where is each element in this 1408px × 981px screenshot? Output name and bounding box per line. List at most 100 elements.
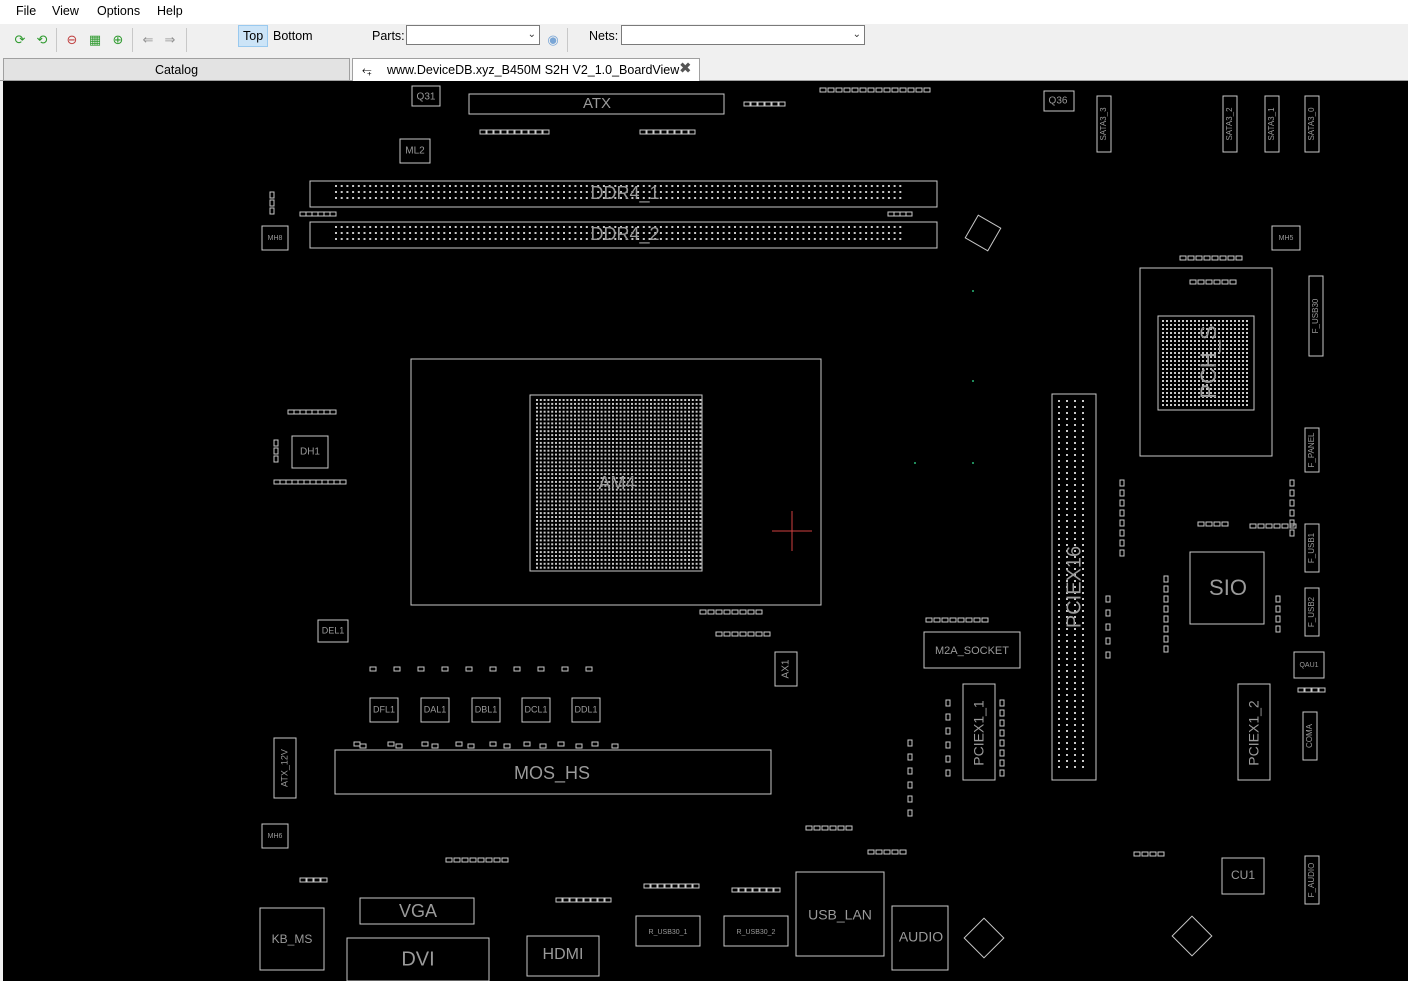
- smd-part[interactable]: [805, 825, 813, 831]
- smd-part[interactable]: [489, 741, 497, 747]
- smd-part[interactable]: [1211, 255, 1219, 261]
- menu-help[interactable]: Help: [157, 4, 183, 18]
- label-u3_2[interactable]: R_USB30_2: [737, 929, 776, 936]
- usb30-1-header[interactable]: [635, 915, 701, 947]
- smd-part[interactable]: [297, 479, 305, 485]
- am4-socket-outline[interactable]: [410, 358, 822, 606]
- del1-part[interactable]: [317, 619, 349, 643]
- smd-part[interactable]: [893, 211, 901, 217]
- smd-part[interactable]: [973, 617, 981, 623]
- smd-part[interactable]: [945, 699, 951, 707]
- label-ml2[interactable]: ML2: [405, 146, 425, 157]
- pch-balls[interactable]: [1162, 320, 1248, 406]
- smd-part[interactable]: [317, 211, 325, 217]
- smd-part[interactable]: [1257, 523, 1265, 529]
- smd-part[interactable]: [699, 609, 707, 615]
- header-f_usb1[interactable]: [1304, 523, 1320, 573]
- smd-part[interactable]: [597, 897, 605, 903]
- pciex16-slot[interactable]: [1051, 393, 1097, 781]
- smd-part[interactable]: [945, 755, 951, 763]
- smd-part[interactable]: [1163, 635, 1169, 643]
- smd-part[interactable]: [1275, 625, 1281, 633]
- smd-part[interactable]: [489, 666, 497, 672]
- test-pad[interactable]: [914, 462, 916, 464]
- smd-part[interactable]: [829, 825, 837, 831]
- label-f_usb1[interactable]: F_USB1: [1307, 532, 1316, 563]
- smd-part[interactable]: [329, 409, 337, 415]
- smd-part[interactable]: [305, 211, 313, 217]
- smd-part[interactable]: [313, 877, 321, 883]
- smd-part[interactable]: [521, 129, 529, 135]
- label-q36[interactable]: Q36: [1049, 96, 1068, 107]
- smd-part[interactable]: [493, 857, 501, 863]
- smd-part[interactable]: [513, 666, 521, 672]
- smd-part[interactable]: [1119, 539, 1125, 547]
- smd-part[interactable]: [1221, 279, 1229, 285]
- smd-part[interactable]: [667, 129, 675, 135]
- smd-part[interactable]: [299, 409, 307, 415]
- smd-part[interactable]: [743, 101, 751, 107]
- test-pad[interactable]: [972, 290, 974, 292]
- menu-view[interactable]: View: [52, 4, 79, 18]
- smd-part[interactable]: [664, 883, 672, 889]
- smd-part[interactable]: [311, 211, 319, 217]
- pciex1-2-slot[interactable]: [1237, 683, 1271, 781]
- smd-part[interactable]: [1227, 255, 1235, 261]
- smd-part[interactable]: [999, 749, 1005, 757]
- m2-socket[interactable]: [923, 631, 1021, 669]
- smd-part[interactable]: [269, 207, 275, 215]
- label-cu1[interactable]: CU1: [1231, 868, 1255, 882]
- smd-part[interactable]: [674, 129, 682, 135]
- smd-part[interactable]: [1195, 255, 1203, 261]
- zoom-in-icon[interactable]: ⊕: [112, 32, 124, 47]
- smd-part[interactable]: [923, 87, 931, 93]
- smd-part[interactable]: [1119, 489, 1125, 497]
- label-ax1[interactable]: AX1: [781, 659, 792, 678]
- smd-part[interactable]: [561, 666, 569, 672]
- header-f_panel[interactable]: [1304, 427, 1320, 473]
- smd-part[interactable]: [1157, 851, 1165, 857]
- cu1-part[interactable]: [1221, 857, 1265, 895]
- smd-part[interactable]: [395, 743, 403, 749]
- label-dh1[interactable]: DH1: [300, 447, 320, 458]
- smd-part[interactable]: [306, 877, 314, 883]
- smd-part[interactable]: [999, 729, 1005, 737]
- smd-part[interactable]: [965, 617, 973, 623]
- smd-part[interactable]: [591, 741, 599, 747]
- smd-part[interactable]: [575, 743, 583, 749]
- smd-part[interactable]: [1205, 521, 1213, 527]
- top-layer-button[interactable]: Top: [238, 25, 269, 47]
- smd-part[interactable]: [299, 211, 307, 217]
- smd-part[interactable]: [461, 857, 469, 863]
- smd-part[interactable]: [1219, 255, 1227, 261]
- label-atx_12v[interactable]: ATX_12V: [279, 749, 289, 787]
- smd-part[interactable]: [957, 617, 965, 623]
- smd-part[interactable]: [692, 883, 700, 889]
- forward-arrow-icon[interactable]: ⇒: [164, 32, 176, 47]
- pch-die[interactable]: [1157, 315, 1255, 411]
- smd-part[interactable]: [1163, 575, 1169, 583]
- smd-part[interactable]: [1119, 549, 1125, 557]
- label-pch[interactable]: PCH_S: [1196, 325, 1221, 398]
- atx-connector[interactable]: [468, 93, 725, 115]
- smd-part[interactable]: [1105, 609, 1111, 617]
- smd-part[interactable]: [945, 769, 951, 777]
- usb30-2-header[interactable]: [723, 915, 789, 947]
- smd-part[interactable]: [1205, 279, 1213, 285]
- smd-part[interactable]: [305, 409, 313, 415]
- header-f_usb2[interactable]: [1304, 587, 1320, 637]
- ddr4-1-pins[interactable]: [335, 185, 902, 199]
- smd-part[interactable]: [843, 87, 851, 93]
- smd-part[interactable]: [421, 741, 429, 747]
- smd-part[interactable]: [949, 617, 957, 623]
- smd-part[interactable]: [1311, 687, 1319, 693]
- smd-part[interactable]: [311, 409, 319, 415]
- smd-part[interactable]: [999, 739, 1005, 747]
- dvi-connector[interactable]: [346, 937, 490, 981]
- smd-part[interactable]: [891, 849, 899, 855]
- mh6-hole[interactable]: [261, 823, 289, 849]
- smd-part[interactable]: [837, 825, 845, 831]
- mh5-hole[interactable]: [1271, 225, 1301, 251]
- label-audio[interactable]: AUDIO: [899, 929, 943, 945]
- hdmi-connector[interactable]: [526, 935, 600, 977]
